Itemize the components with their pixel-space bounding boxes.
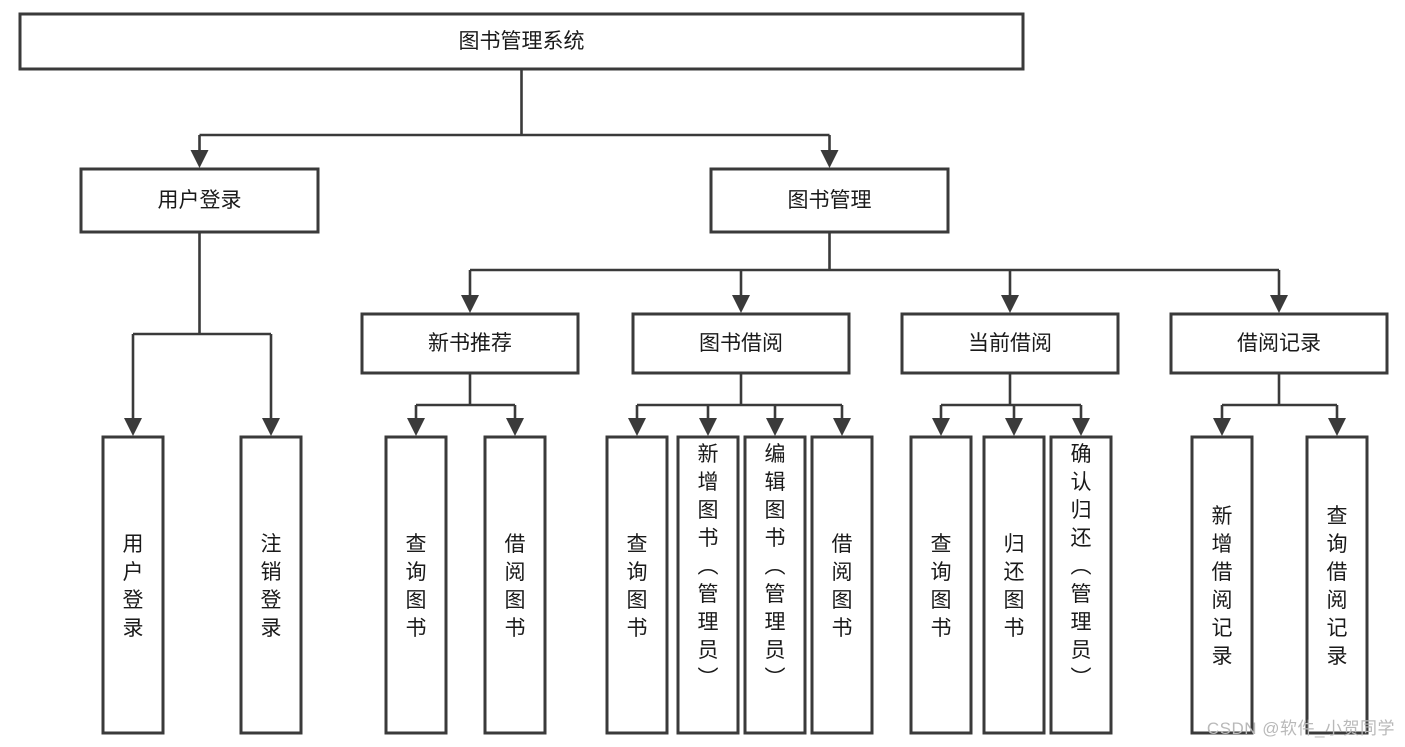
node-leaf-2[interactable]: 查询图书: [384, 435, 448, 735]
node-level3-0[interactable]: 新书推荐: [360, 312, 580, 375]
node-box-查询图书[interactable]: [909, 435, 973, 735]
node-level2-1[interactable]: 图书管理: [709, 167, 950, 234]
node-leaf-5[interactable]: 新增图书︵管理员︶: [676, 435, 740, 735]
node-leaf-6[interactable]: 编辑图书︵管理员︶: [743, 435, 807, 735]
level3-0-to-leaves-arrow-0: [407, 418, 425, 436]
node-label-借阅图书: 借阅图书: [832, 533, 853, 640]
node-box-编辑图书管理员[interactable]: [743, 435, 807, 735]
node-box-注销登录[interactable]: [239, 435, 303, 735]
node-label-借阅图书: 借阅图书: [505, 533, 526, 640]
root-to-level2-arrow-0: [190, 150, 209, 168]
connectors-layer: [124, 69, 1346, 436]
level3-0-to-leaves-arrow-1: [506, 418, 524, 436]
level3-1-to-leaves-arrow-0: [628, 418, 646, 436]
node-label-查询图书: 查询图书: [931, 533, 952, 640]
node-box-用户登录[interactable]: [79, 167, 320, 234]
node-box-归还图书[interactable]: [982, 435, 1046, 735]
level3-3-to-leaves-arrow-0: [1213, 418, 1231, 436]
node-box-查询借阅记录[interactable]: [1305, 435, 1369, 735]
node-label-新增图书管理员: 新增图书︵管理员︶: [698, 443, 719, 690]
node-box-图书借阅[interactable]: [631, 312, 851, 375]
node-root-0[interactable]: 图书管理系统: [18, 12, 1025, 71]
bookmgmt-to-level3-arrow-0: [461, 295, 479, 313]
node-leaf-1[interactable]: 注销登录: [239, 435, 303, 735]
node-label-当前借阅: 当前借阅: [968, 332, 1052, 355]
node-label-确认归还管理员: 确认归还︵管理员︶: [1071, 443, 1092, 690]
node-label-注销登录: 注销登录: [261, 533, 282, 640]
level3-3-to-leaves-arrow-1: [1328, 418, 1346, 436]
node-level3-2[interactable]: 当前借阅: [900, 312, 1120, 375]
node-box-新书推荐[interactable]: [360, 312, 580, 375]
node-label-用户登录: 用户登录: [123, 533, 144, 640]
node-leaf-12[interactable]: 查询借阅记录: [1305, 435, 1369, 735]
node-box-确认归还管理员[interactable]: [1049, 435, 1113, 735]
node-label-编辑图书管理员: 编辑图书︵管理员︶: [765, 443, 786, 690]
node-leaf-9[interactable]: 归还图书: [982, 435, 1046, 735]
level3-1-to-leaves-arrow-2: [766, 418, 784, 436]
level3-2-to-leaves-arrow-2: [1072, 418, 1090, 436]
node-level3-3[interactable]: 借阅记录: [1169, 312, 1389, 375]
level3-1-to-leaves-arrow-3: [833, 418, 851, 436]
node-box-新增图书管理员[interactable]: [676, 435, 740, 735]
node-label-新书推荐: 新书推荐: [428, 332, 512, 355]
node-level2-0[interactable]: 用户登录: [79, 167, 320, 234]
bookmgmt-to-level3-arrow-3: [1270, 295, 1288, 313]
node-box-当前借阅[interactable]: [900, 312, 1120, 375]
node-leaf-7[interactable]: 借阅图书: [810, 435, 874, 735]
node-label-归还图书: 归还图书: [1004, 533, 1025, 640]
node-label-图书管理系统: 图书管理系统: [459, 30, 585, 53]
node-box-借阅记录[interactable]: [1169, 312, 1389, 375]
node-box-借阅图书[interactable]: [483, 435, 547, 735]
userlogin-to-leaves-arrow-0: [124, 418, 142, 436]
node-leaf-10[interactable]: 确认归还︵管理员︶: [1049, 435, 1113, 735]
node-label-查询借阅记录: 查询借阅记录: [1327, 505, 1348, 668]
node-box-新增借阅记录[interactable]: [1190, 435, 1254, 735]
node-label-查询图书: 查询图书: [627, 533, 648, 640]
bookmgmt-to-level3-arrow-2: [1001, 295, 1019, 313]
node-box-图书管理[interactable]: [709, 167, 950, 234]
nodes-layer: 图书管理系统用户登录图书管理新书推荐图书借阅当前借阅借阅记录用户登录注销登录查询…: [18, 12, 1389, 735]
node-leaf-11[interactable]: 新增借阅记录: [1190, 435, 1254, 735]
node-leaf-0[interactable]: 用户登录: [101, 435, 165, 735]
node-label-借阅记录: 借阅记录: [1237, 332, 1321, 355]
node-leaf-4[interactable]: 查询图书: [605, 435, 669, 735]
userlogin-to-leaves-arrow-1: [262, 418, 280, 436]
level3-1-to-leaves-arrow-1: [699, 418, 717, 436]
node-leaf-3[interactable]: 借阅图书: [483, 435, 547, 735]
node-label-查询图书: 查询图书: [406, 533, 427, 640]
level3-2-to-leaves-arrow-0: [932, 418, 950, 436]
bookmgmt-to-level3-arrow-1: [732, 295, 750, 313]
node-box-用户登录[interactable]: [101, 435, 165, 735]
node-box-借阅图书[interactable]: [810, 435, 874, 735]
node-label-用户登录: 用户登录: [158, 189, 242, 212]
node-label-图书借阅: 图书借阅: [699, 332, 783, 355]
node-label-图书管理: 图书管理: [788, 189, 872, 212]
node-box-查询图书[interactable]: [384, 435, 448, 735]
watermark-label: CSDN @软件_小贺同学: [1206, 719, 1395, 738]
node-box-图书管理系统[interactable]: [18, 12, 1025, 71]
node-label-新增借阅记录: 新增借阅记录: [1212, 505, 1233, 668]
node-level3-1[interactable]: 图书借阅: [631, 312, 851, 375]
level3-2-to-leaves-arrow-1: [1005, 418, 1023, 436]
root-to-level2-arrow-1: [820, 150, 839, 168]
node-box-查询图书[interactable]: [605, 435, 669, 735]
node-leaf-8[interactable]: 查询图书: [909, 435, 973, 735]
